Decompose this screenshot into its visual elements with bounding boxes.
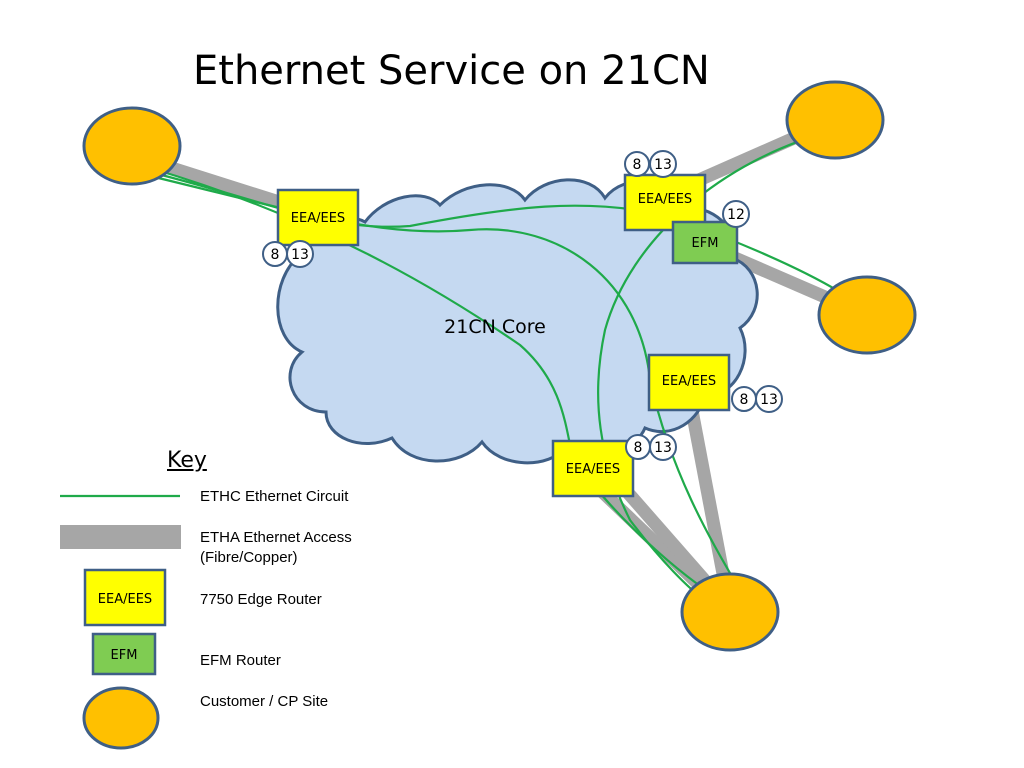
legend-efm-label: EFM Router xyxy=(200,652,281,669)
legend-title: Key xyxy=(167,448,207,473)
legend-customer-site-swatch xyxy=(82,686,160,750)
legend-circuit-label: ETHC Ethernet Circuit xyxy=(200,488,349,505)
circuit-ne-to-south xyxy=(597,128,836,601)
legend-customer-site-label: Customer / CP Site xyxy=(200,693,329,710)
edge-router-nw-label: EEA/EES xyxy=(291,211,345,226)
badge-8-nw-text: 8 xyxy=(271,247,280,263)
edge-router-e-label: EEA/EES xyxy=(662,374,716,389)
legend-symbols: EEA/EES EFM xyxy=(60,494,181,750)
customer-site-ne xyxy=(785,80,885,160)
badge-8-s-text: 8 xyxy=(634,440,643,456)
edge-router-e: EEA/EES xyxy=(647,353,731,412)
badge-13-nw xyxy=(286,240,314,268)
customer-site-nw xyxy=(82,106,182,186)
badge-13-ne xyxy=(649,150,677,178)
badge-8-ne-text: 8 xyxy=(633,157,642,173)
legend-edge-router-swatch-text: EEA/EES xyxy=(98,592,152,607)
edge-router-s: EEA/EES xyxy=(551,439,635,498)
badge-13-s-text: 13 xyxy=(654,440,672,456)
efm-router: EFM xyxy=(671,220,739,265)
core-label: 21CN Core xyxy=(444,316,546,338)
edge-router-s-label: EEA/EES xyxy=(566,462,620,477)
legend-access-label: ETHA Ethernet Access xyxy=(200,529,352,546)
badge-13-e-text: 13 xyxy=(760,392,778,408)
legend-edge-router-swatch xyxy=(83,568,167,627)
badge-12 xyxy=(722,200,750,228)
core-cloud xyxy=(276,178,759,465)
badge-13-e xyxy=(755,385,783,413)
customer-site-s xyxy=(680,572,780,652)
edge-router-nw: EEA/EES xyxy=(276,188,360,247)
badge-12-text: 12 xyxy=(727,207,745,223)
legend-access-swatch xyxy=(60,525,181,549)
efm-router-label: EFM xyxy=(692,236,719,251)
access-link-s1 xyxy=(585,475,720,605)
badge-13-s xyxy=(649,433,677,461)
access-link-s2 xyxy=(683,398,735,602)
customer-sites xyxy=(82,80,917,652)
legend-efm-swatch xyxy=(91,632,157,676)
page-title: Ethernet Service on 21CN xyxy=(193,48,710,94)
legend-efm-swatch-text: EFM xyxy=(111,648,138,663)
badge-8-e-text: 8 xyxy=(740,392,749,408)
badge-13-ne-text: 13 xyxy=(654,157,672,173)
legend-edge-router-label: 7750 Edge Router xyxy=(200,591,322,608)
badge-13-nw-text: 13 xyxy=(291,247,309,263)
customer-site-e xyxy=(817,275,917,355)
edge-router-ne-label: EEA/EES xyxy=(638,192,692,207)
legend-access-label2: (Fibre/Copper) xyxy=(200,549,298,566)
badges xyxy=(262,150,783,461)
